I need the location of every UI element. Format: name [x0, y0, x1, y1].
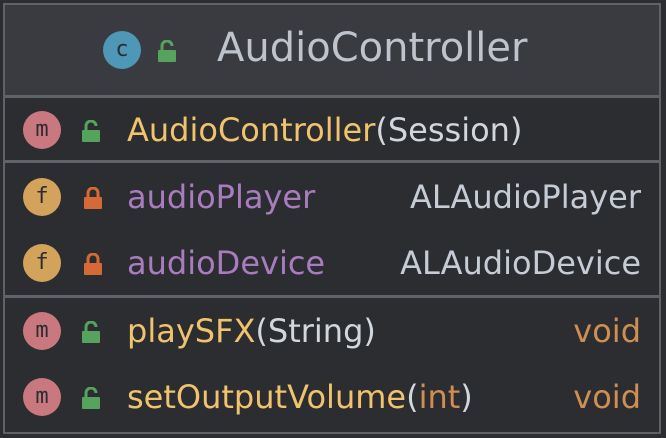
- field-name: audioPlayer: [127, 178, 316, 216]
- fields-separator: [5, 295, 659, 298]
- public-lock-icon: [82, 321, 100, 343]
- field-row-audio-player: f audioPlayer ALAudioPlayer: [5, 167, 659, 227]
- constructor-signature: AudioController(Session): [127, 111, 522, 149]
- class-header: c AudioController: [5, 5, 659, 95]
- public-lock-icon: [82, 387, 100, 409]
- class-diagram-card: c AudioController m AudioController(Sess…: [3, 3, 661, 434]
- public-lock-icon: [82, 120, 100, 142]
- field-row-audio-device: f audioDevice ALAudioDevice: [5, 233, 659, 293]
- header-separator: [5, 95, 659, 98]
- field-name: audioDevice: [127, 244, 326, 282]
- private-lock-icon: [84, 253, 102, 275]
- constructor-param: Session: [387, 111, 510, 149]
- method-icon: m: [23, 378, 61, 416]
- method-signature: playSFX(String): [127, 312, 376, 350]
- method-icon: m: [23, 312, 61, 350]
- method-param: int: [418, 378, 461, 416]
- field-icon: f: [23, 178, 61, 216]
- method-param: String: [267, 312, 364, 350]
- method-row-set-output-volume: m setOutputVolume(int) void: [5, 367, 659, 427]
- close-paren: ): [509, 111, 523, 149]
- constructor-name: AudioController: [127, 111, 376, 149]
- field-type: ALAudioDevice: [400, 244, 641, 282]
- constructor-separator: [5, 160, 659, 163]
- open-paren: (: [255, 312, 268, 350]
- field-type: ALAudioPlayer: [410, 178, 641, 216]
- constructor-row: m AudioController(Session): [5, 100, 659, 160]
- open-paren: (: [375, 111, 388, 149]
- field-icon: f: [23, 244, 61, 282]
- class-icon: c: [103, 31, 141, 69]
- method-name: playSFX: [127, 312, 256, 350]
- private-lock-icon: [84, 187, 102, 209]
- close-paren: ): [460, 378, 473, 416]
- return-type: void: [573, 312, 641, 350]
- close-paren: ): [363, 312, 376, 350]
- class-title: AudioController: [217, 25, 528, 71]
- return-type: void: [573, 378, 641, 416]
- unlocked-icon: [158, 40, 176, 62]
- method-row-play-sfx: m playSFX(String) void: [5, 301, 659, 361]
- open-paren: (: [406, 378, 419, 416]
- method-name: setOutputVolume: [127, 378, 407, 416]
- method-signature: setOutputVolume(int): [127, 378, 473, 416]
- method-icon: m: [23, 111, 61, 149]
